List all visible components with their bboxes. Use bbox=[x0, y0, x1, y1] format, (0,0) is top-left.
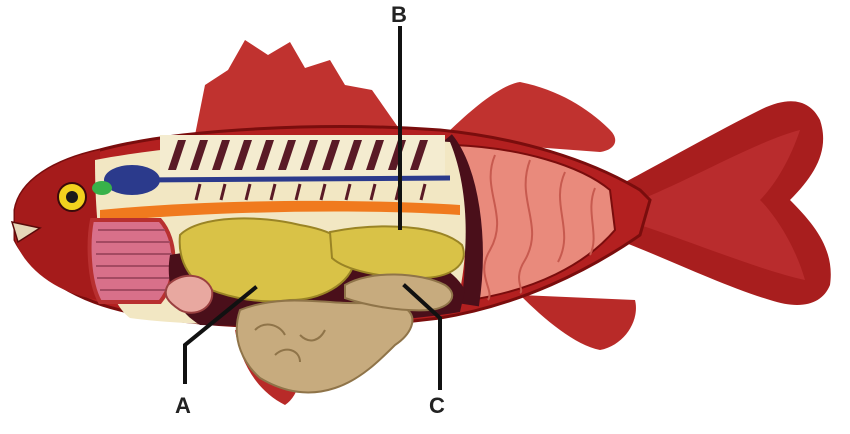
olfactory-lobe bbox=[92, 181, 112, 195]
spinal-cord bbox=[140, 178, 450, 180]
intestine bbox=[237, 300, 413, 392]
anal-fin bbox=[520, 295, 636, 350]
dorsal-fin-spiny bbox=[195, 40, 400, 135]
label-c: C bbox=[429, 393, 445, 418]
label-b: B bbox=[391, 2, 407, 27]
label-a: A bbox=[175, 393, 191, 418]
brain bbox=[104, 165, 160, 195]
eye-pupil bbox=[66, 191, 78, 203]
